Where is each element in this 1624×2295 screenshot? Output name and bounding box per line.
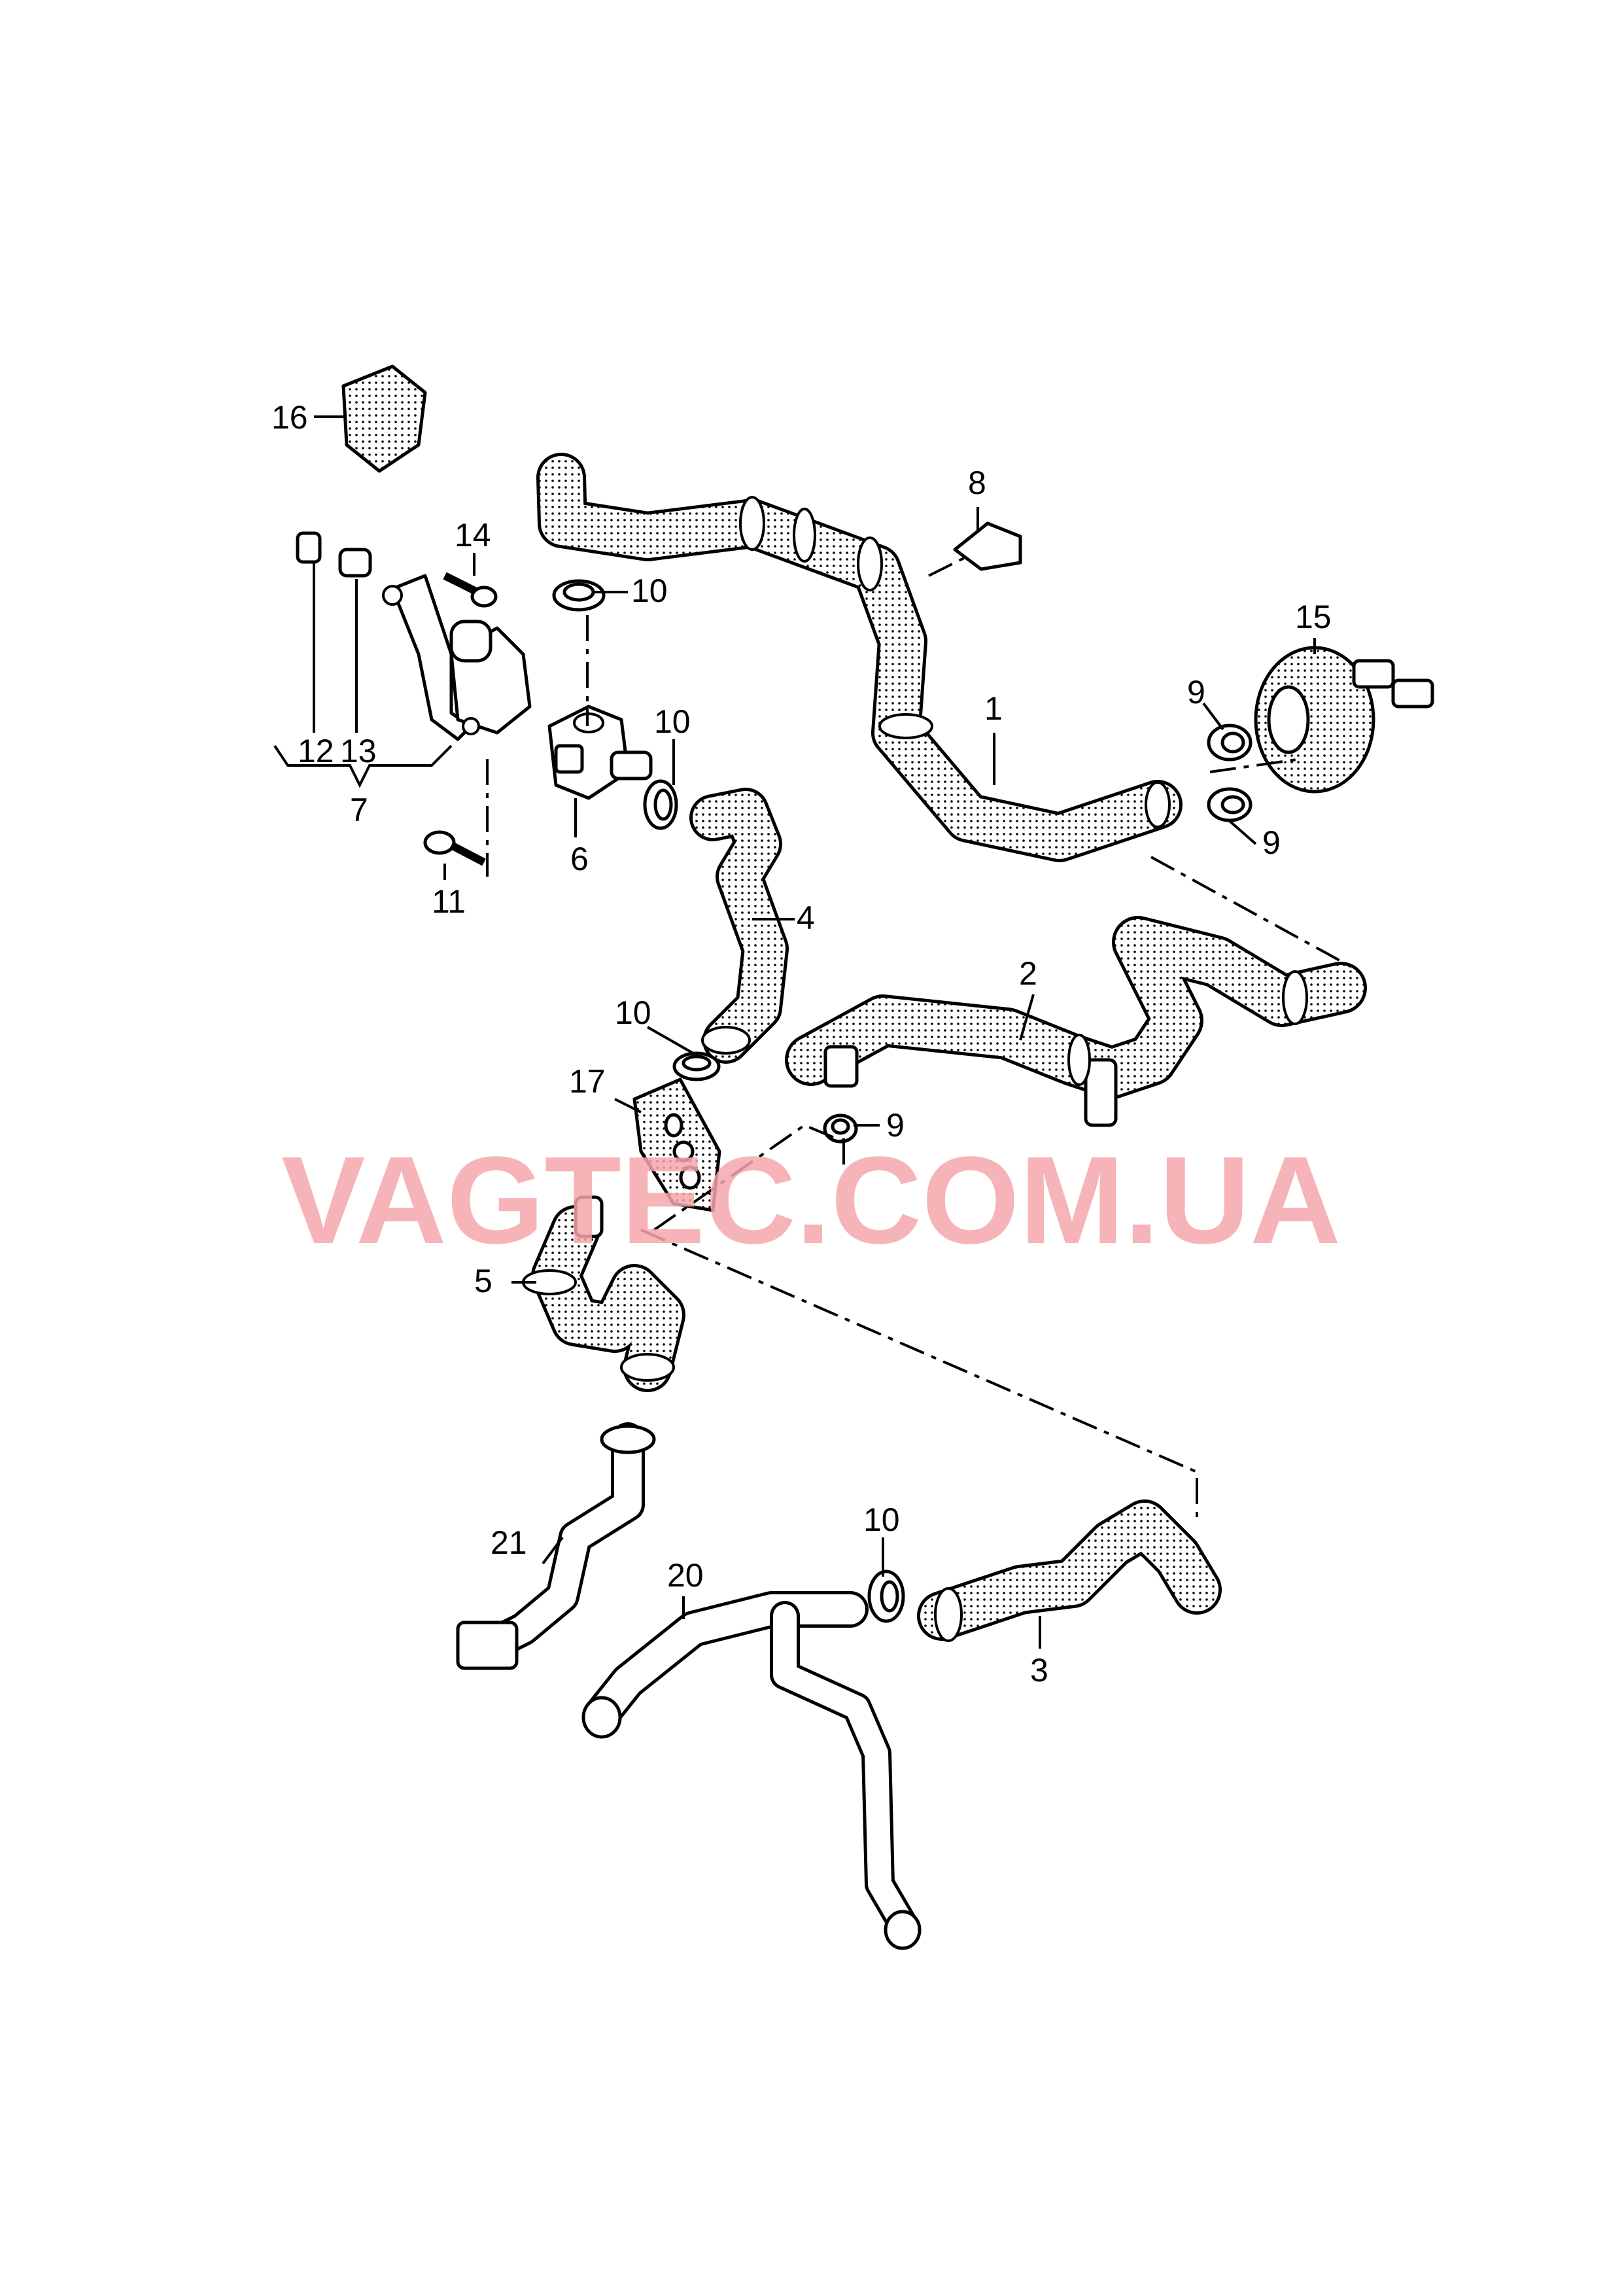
callout-13: 13 [340,733,377,769]
bolt-11 [423,830,486,866]
sleeve-12 [296,531,322,564]
callout-21: 21 [491,1524,527,1561]
hose-2 [785,916,1367,1127]
callout-9c: 9 [886,1107,905,1144]
clamp-9-mid [1207,787,1253,822]
callout-9b: 9 [1262,824,1281,861]
pipe-20 [581,1591,922,1950]
callout-2: 2 [1019,955,1037,992]
clamp-10-bottom [867,1569,905,1623]
reference-lines [486,555,1355,1524]
callout-17: 17 [569,1063,606,1100]
callout-10b: 10 [654,703,691,740]
pipe-21 [456,1422,656,1670]
clamp-9-upper [1207,724,1253,762]
clamp-10-upper [552,579,606,612]
hose-4 [689,788,789,1064]
callout-4: 4 [797,900,815,936]
callout-1: 1 [984,690,1003,727]
callout-5: 5 [474,1263,492,1299]
callout-9a: 9 [1187,674,1205,710]
hose-5 [522,1195,685,1392]
callout-3: 3 [1030,1652,1048,1689]
callout-11: 11 [432,883,466,920]
bolt-14 [443,572,498,608]
clamp-10-lower [672,1051,721,1081]
callout-20: 20 [667,1557,704,1594]
grommet-13 [338,548,372,578]
callout-6: 6 [570,841,589,877]
valve-6 [547,705,653,800]
callout-16: 16 [271,399,308,436]
leader-lines [273,415,1316,1649]
callout-7: 7 [350,792,368,828]
cap-16 [341,364,427,473]
callout-15: 15 [1295,599,1332,635]
callout-12: 12 [298,733,334,769]
bracket-assembly-7 [382,574,532,741]
grommet-15 [1254,646,1434,794]
callout-10a: 10 [631,572,668,609]
callout-10c: 10 [615,994,651,1031]
gasket-17 [632,1077,721,1212]
callout-10d: 10 [863,1501,900,1538]
hose-1 [536,453,1183,862]
clip-8 [953,521,1022,571]
watermark-text: VAGTEC.COM.UA [281,1131,1341,1270]
hose-3 [917,1499,1222,1642]
callout-8: 8 [968,464,986,501]
clamp-10-mid [643,779,678,830]
clamp-9-lower [823,1113,858,1144]
callout-labels: 1 2 3 4 5 6 7 8 9 9 9 10 10 10 10 11 12 … [271,399,1332,1689]
callout-14: 14 [455,517,491,553]
